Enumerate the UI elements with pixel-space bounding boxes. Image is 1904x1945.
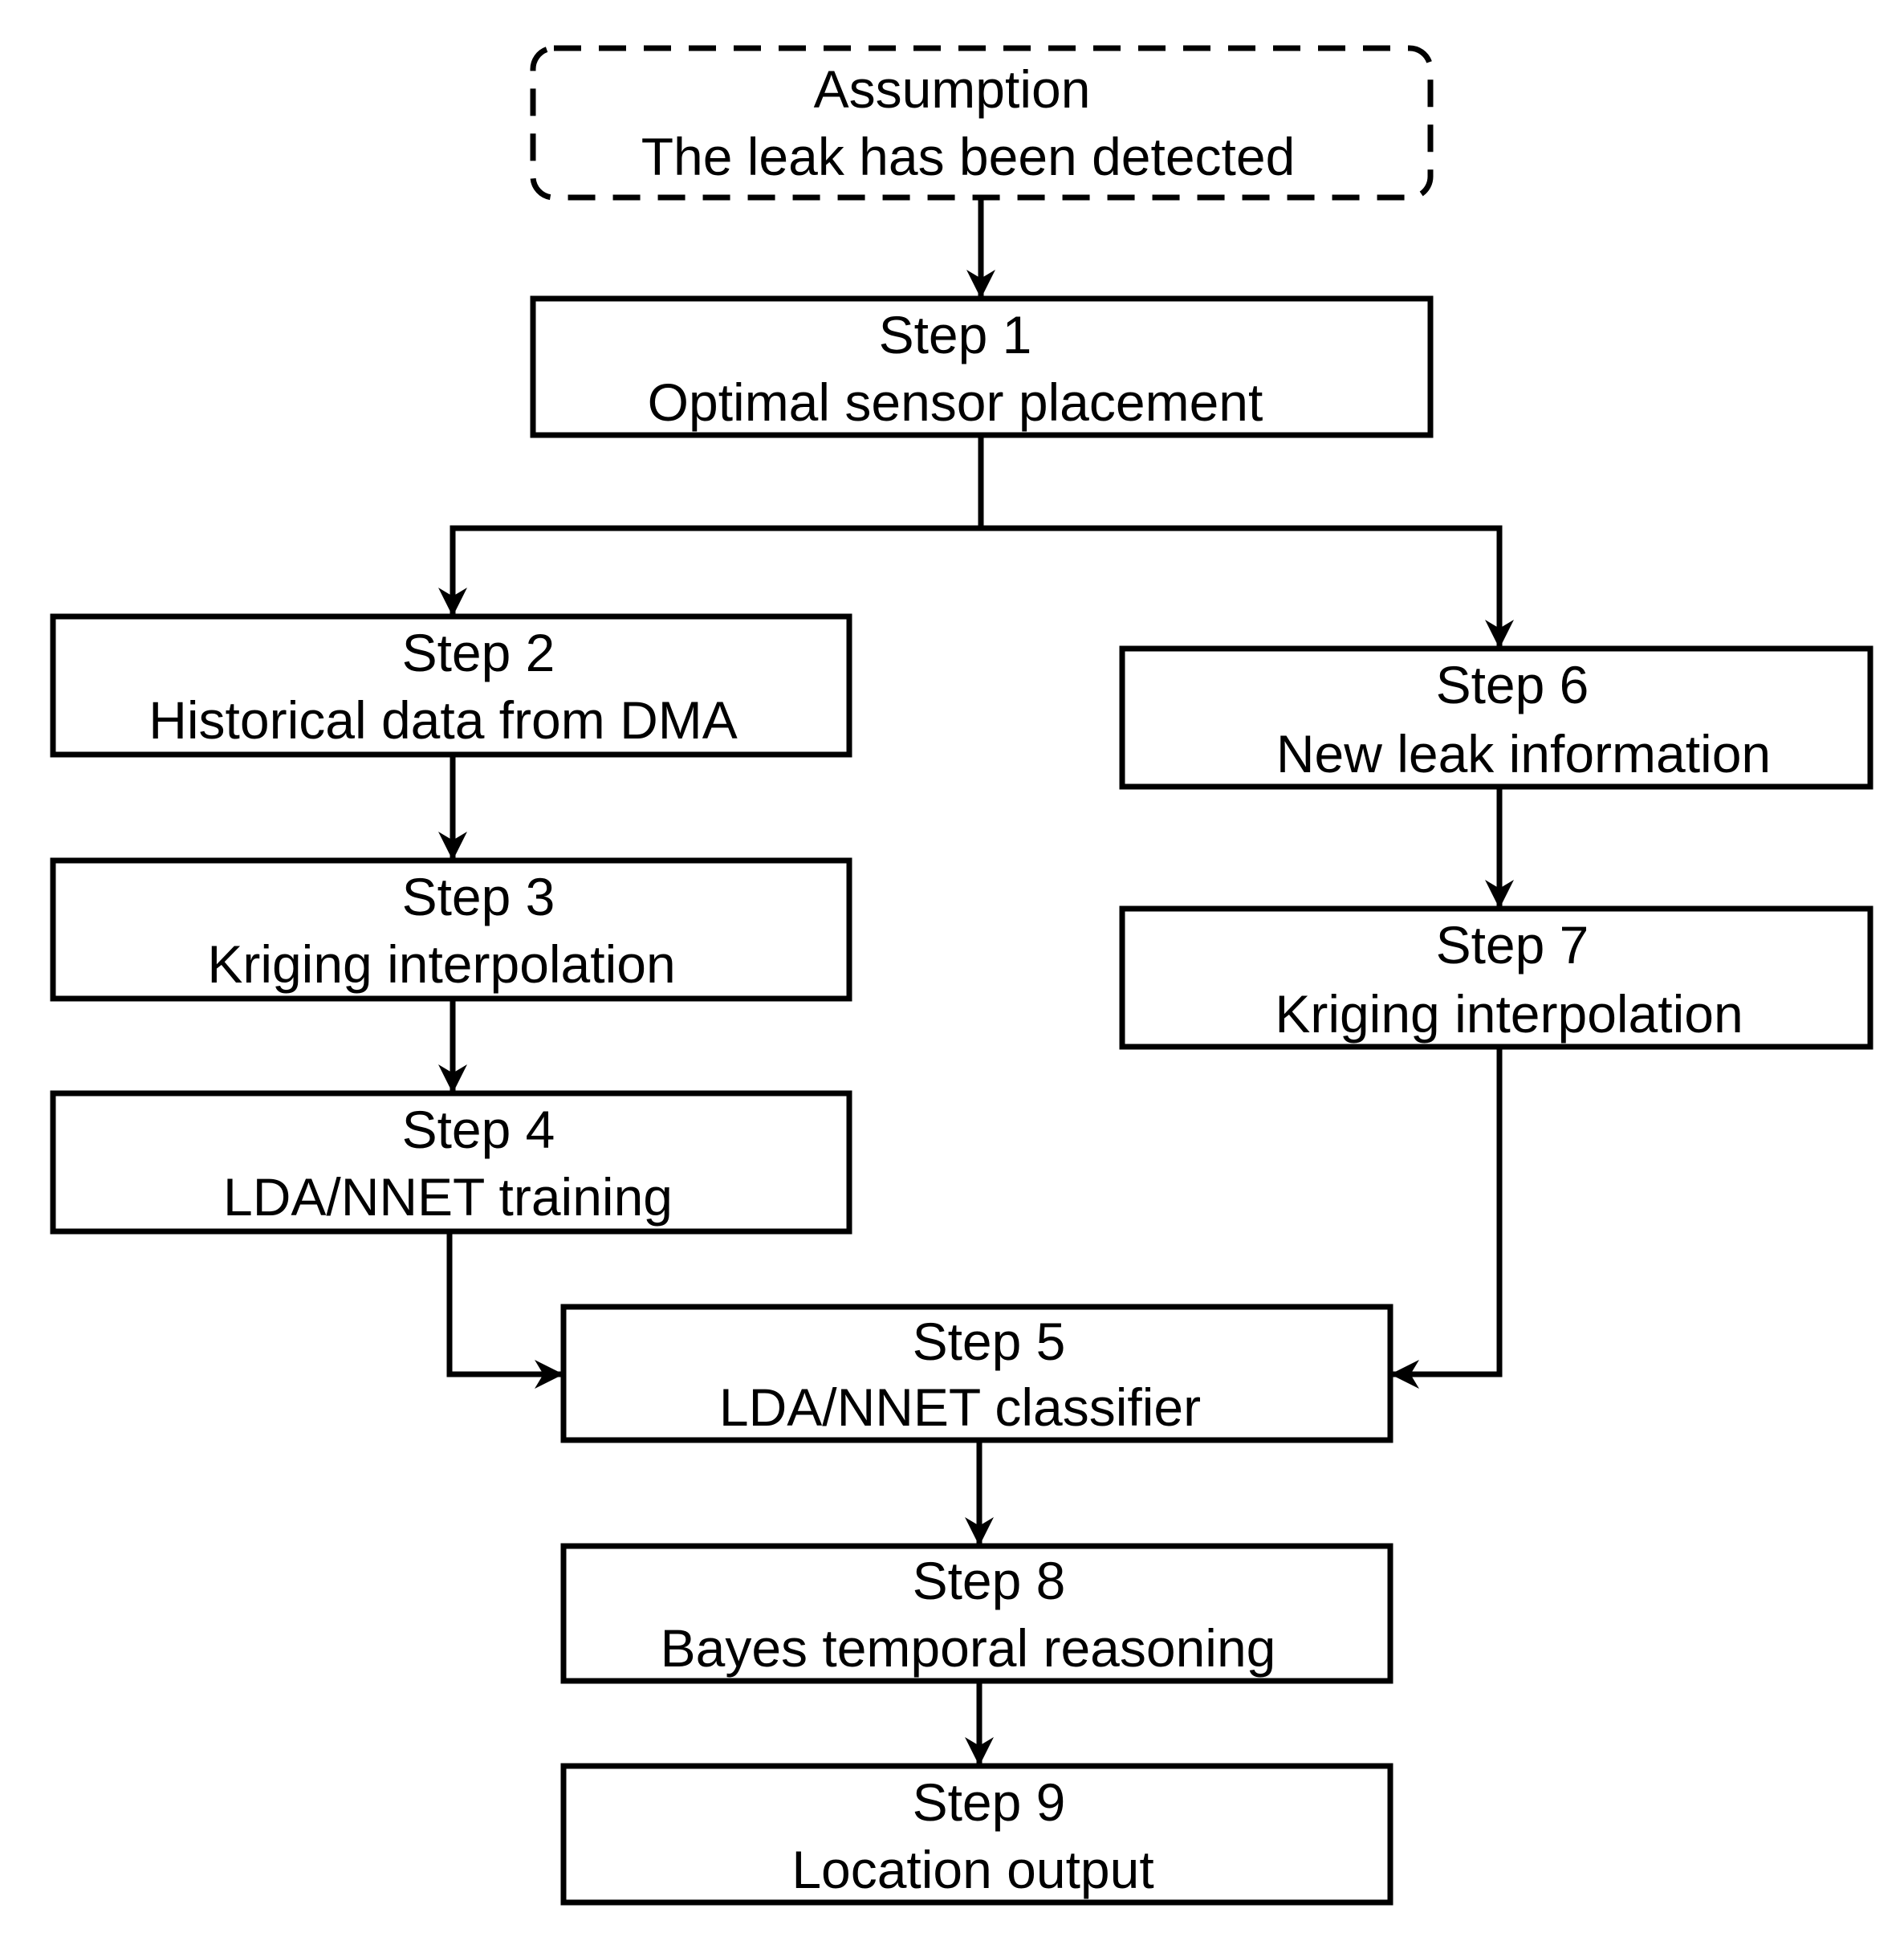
step2-text: Historical data from DMA bbox=[148, 690, 738, 750]
step8-box bbox=[560, 1543, 1393, 1684]
step8-text: Bayes temporal reasoning bbox=[661, 1618, 1276, 1678]
step7-title: Step 7 bbox=[1436, 915, 1589, 975]
step1-box bbox=[530, 295, 1434, 438]
step6-box bbox=[1119, 645, 1873, 790]
step3-title: Step 3 bbox=[402, 867, 555, 926]
node-step2: Step 2 Historical data from DMA bbox=[50, 613, 852, 758]
node-step4: Step 4 LDA/NNET training bbox=[50, 1090, 852, 1235]
node-step8: Step 8 Bayes temporal reasoning bbox=[560, 1543, 1393, 1684]
node-assumption: Assumption The leak has been detected bbox=[530, 45, 1434, 201]
arrow-step1-to-step2 bbox=[438, 435, 984, 616]
step9-text: Location output bbox=[791, 1840, 1153, 1899]
step5-text: LDA/NNET classifier bbox=[719, 1377, 1201, 1437]
node-step5: Step 5 LDA/NNET classifier bbox=[560, 1304, 1393, 1443]
assumption-box bbox=[530, 45, 1434, 201]
step1-title: Step 1 bbox=[879, 305, 1032, 364]
node-step1: Step 1 Optimal sensor placement bbox=[530, 295, 1434, 438]
step6-text: New leak information bbox=[1276, 724, 1771, 783]
node-step9: Step 9 Location output bbox=[560, 1763, 1393, 1906]
arrow-step1-to-step6 bbox=[981, 525, 1514, 649]
step7-text: Kriging interpolation bbox=[1275, 984, 1743, 1044]
step3-box bbox=[50, 857, 852, 1002]
step4-box bbox=[50, 1090, 852, 1235]
step2-title: Step 2 bbox=[402, 623, 555, 682]
step1-text: Optimal sensor placement bbox=[648, 372, 1263, 432]
step4-title: Step 4 bbox=[402, 1100, 555, 1159]
step3-text: Kriging interpolation bbox=[207, 934, 675, 994]
node-step7: Step 7 Kriging interpolation bbox=[1119, 905, 1873, 1050]
step5-box bbox=[560, 1304, 1393, 1443]
step9-title: Step 9 bbox=[913, 1772, 1066, 1832]
assumption-title: Assumption bbox=[814, 59, 1091, 119]
node-step6: Step 6 New leak information bbox=[1119, 645, 1873, 790]
step8-title: Step 8 bbox=[913, 1551, 1066, 1610]
step6-title: Step 6 bbox=[1436, 655, 1589, 714]
assumption-text: The leak has been detected bbox=[641, 127, 1296, 186]
connectors bbox=[438, 197, 1514, 1766]
step5-title: Step 5 bbox=[913, 1312, 1066, 1371]
step9-box bbox=[560, 1763, 1393, 1906]
arrow-step7-to-step5 bbox=[1390, 1047, 1503, 1389]
node-step3: Step 3 Kriging interpolation bbox=[50, 857, 852, 1002]
step2-box bbox=[50, 613, 852, 758]
arrow-step4-to-step5 bbox=[446, 1231, 563, 1389]
step4-text: LDA/NNET training bbox=[223, 1167, 673, 1227]
step7-box bbox=[1119, 905, 1873, 1050]
